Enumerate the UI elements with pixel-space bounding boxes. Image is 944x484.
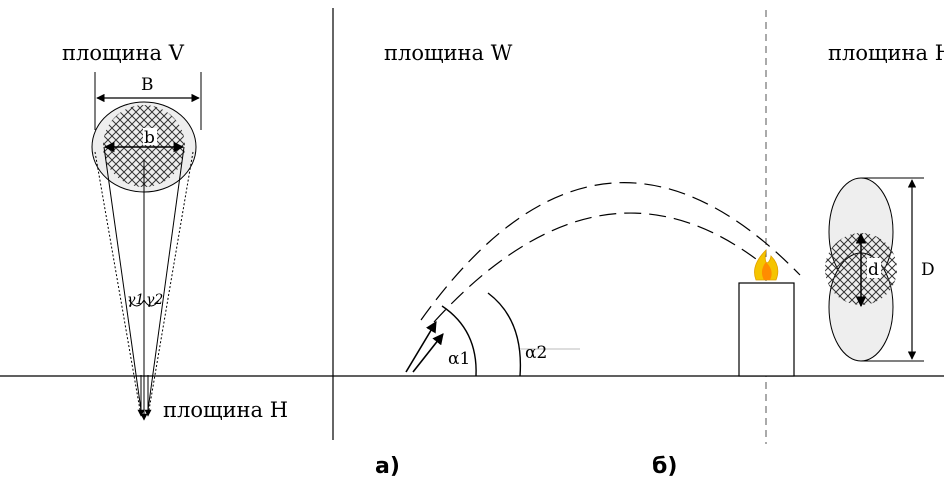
d-label: d [868, 260, 879, 280]
alpha1-arc [441, 305, 477, 377]
b-label: b [144, 128, 155, 148]
nozzle-arrow-1 [405, 321, 437, 373]
alpha2-label: α2 [525, 343, 547, 363]
flame-icon [754, 249, 779, 281]
B-label: B [141, 75, 154, 95]
plane-v-label: площина V [62, 41, 185, 65]
d-label-bg [867, 258, 881, 278]
plane-w-label: площина W [384, 41, 513, 65]
cone-solid-right [147, 146, 185, 411]
D-label: D [921, 260, 935, 280]
cone-solid-left [103, 146, 142, 411]
gamma1-label: γ1 [127, 292, 144, 308]
panel-b-label: б) [652, 454, 677, 479]
trajectory-outer [420, 182, 801, 321]
fire-source-box [738, 282, 795, 377]
alpha2-arc [487, 292, 522, 377]
plane-h-top-label: площина H [828, 41, 944, 65]
plane-h-bottom-label: площина H [163, 398, 288, 422]
panel-a-label: а) [375, 454, 400, 479]
b-label-bg [143, 128, 157, 145]
alpha1-label: α1 [448, 349, 470, 369]
gamma-arc [128, 299, 160, 307]
nozzle-arrow-2 [412, 333, 444, 373]
gamma2-label: γ2 [146, 292, 163, 308]
trajectory-inner [433, 212, 761, 323]
